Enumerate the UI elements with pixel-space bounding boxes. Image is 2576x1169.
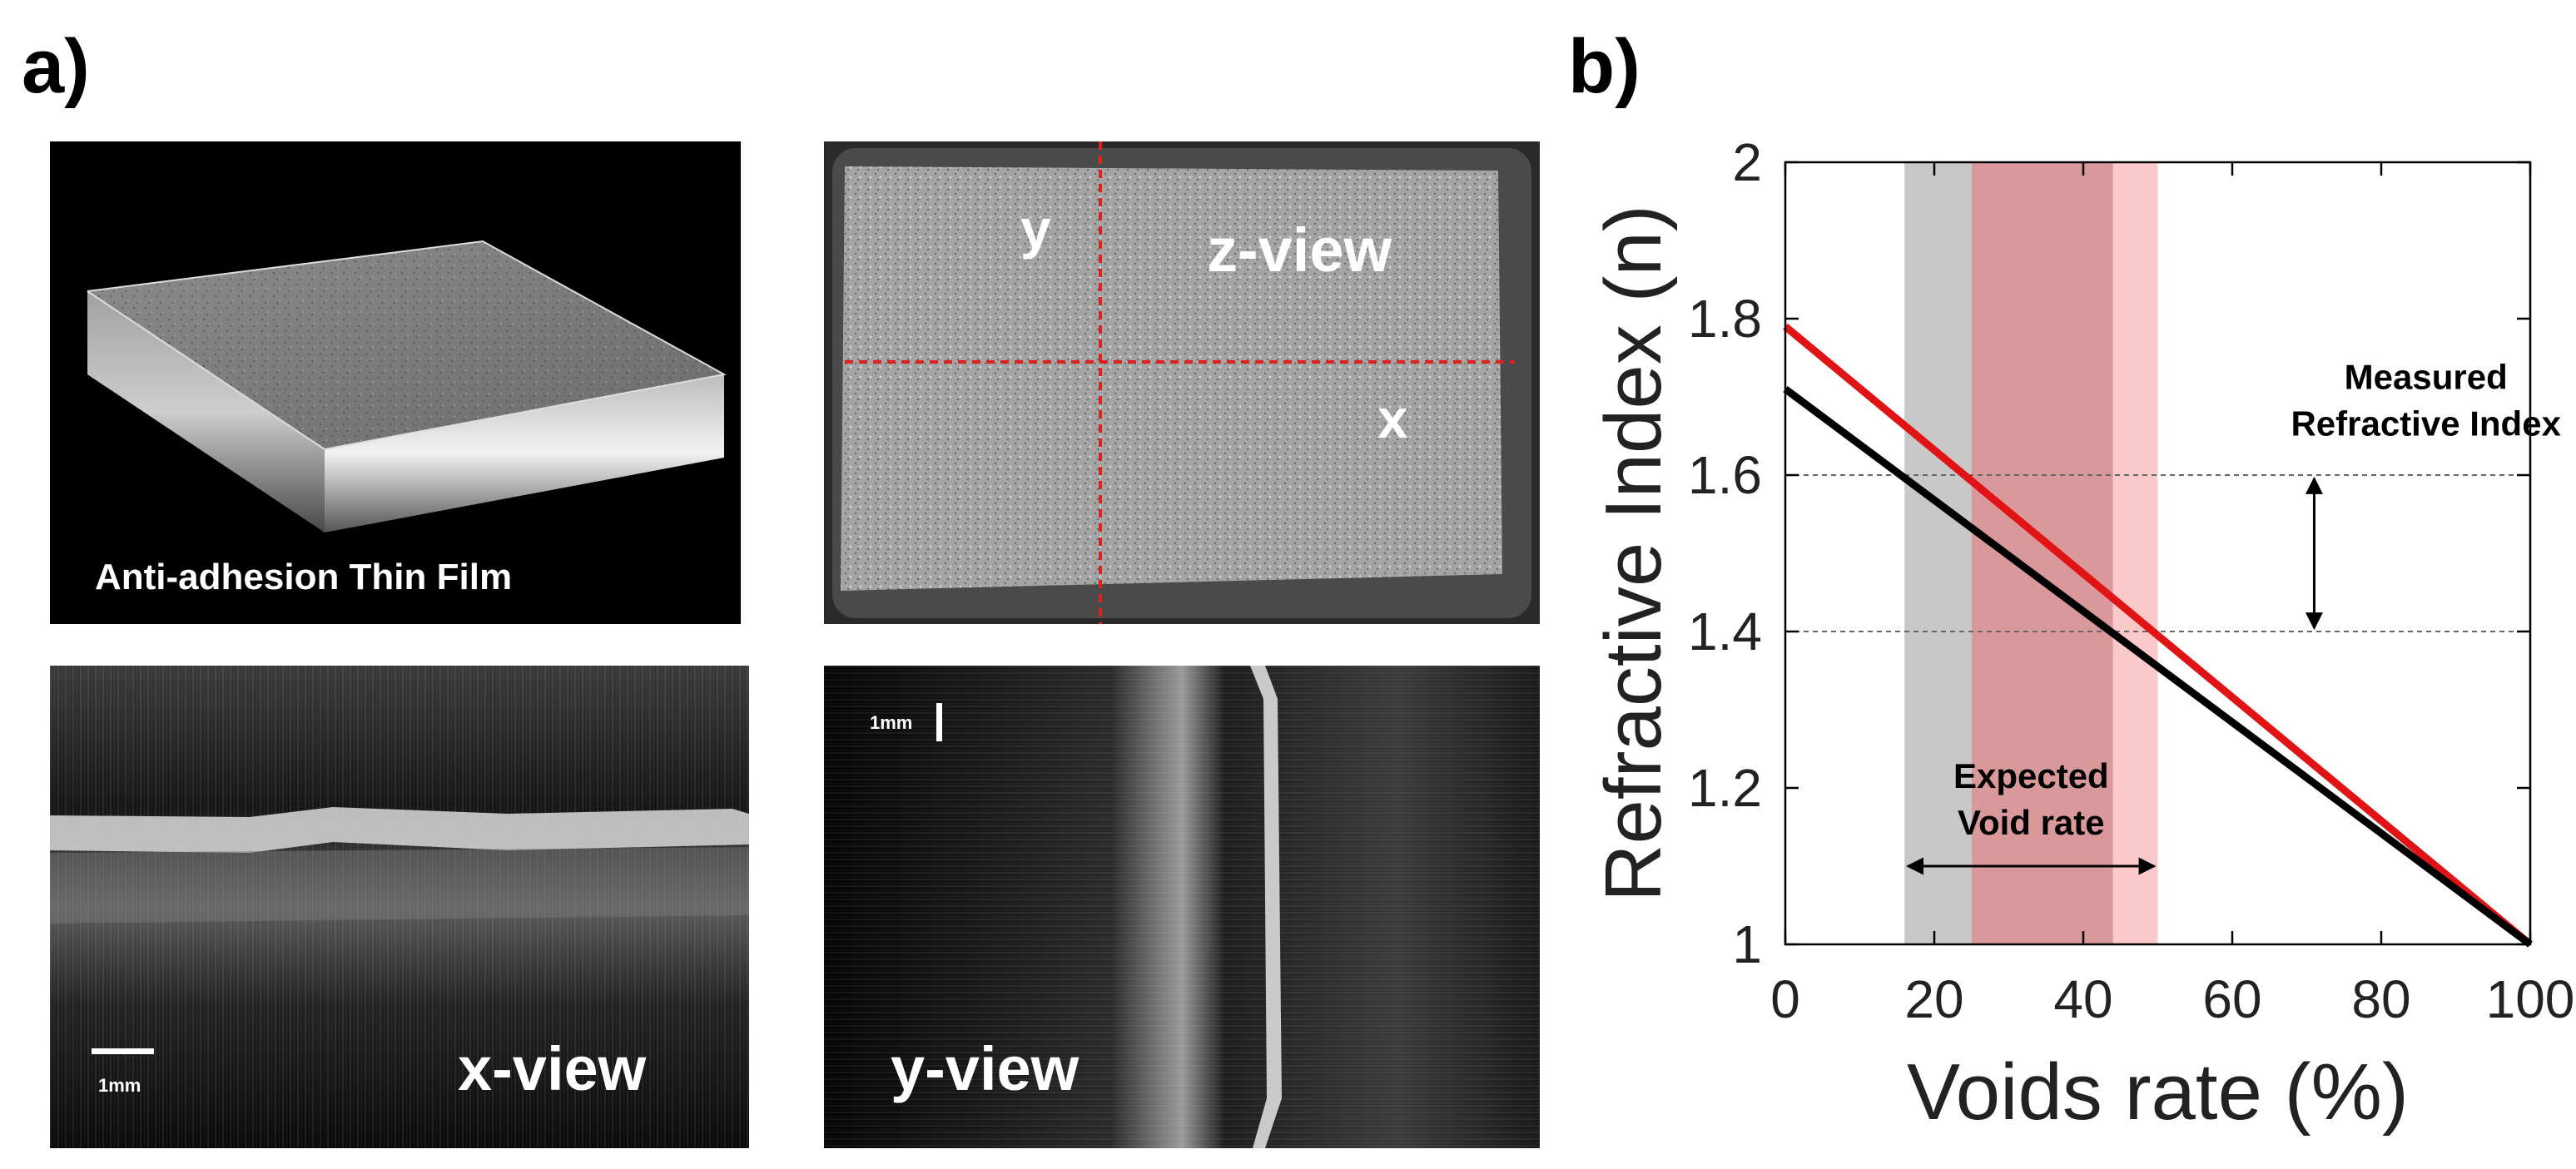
series-line-0	[1783, 323, 2533, 948]
z-view-axis-x: x	[1377, 388, 1408, 449]
annotation-1-line-1: Void rate	[1958, 803, 2105, 842]
y-view-caption: y-view	[891, 1034, 1080, 1103]
x-tick-label: 40	[2053, 969, 2112, 1029]
x-tick-label: 0	[1770, 969, 1800, 1029]
film-3d-caption: Anti-adhesion Thin Film	[95, 557, 513, 597]
x-axis-title: Voids rate (%)	[1907, 1048, 2409, 1137]
annotation-1-line-0: Expected	[1953, 756, 2109, 795]
y-tick-label: 1	[1732, 914, 1762, 974]
x-view-scale-bar-label: 1mm	[98, 1075, 141, 1096]
y-tick-label: 2	[1732, 132, 1762, 192]
annotation-0-line-0: Measured	[2345, 358, 2508, 397]
film-3d-image: Anti-adhesion Thin Film	[50, 141, 741, 624]
panel-b-label: b)	[1568, 24, 1640, 109]
shaded-band-0	[1904, 162, 1972, 944]
shaded-band-2	[2112, 162, 2158, 944]
z-view-caption: z-view	[1207, 215, 1392, 285]
y-tick-label: 1.6	[1688, 445, 1762, 505]
y-view-image: 1mm y-view	[824, 666, 1540, 1148]
y-tick-label: 1.4	[1688, 602, 1762, 661]
plot-frame	[1784, 161, 2532, 946]
panel-a-label: a)	[22, 24, 90, 109]
annotation-0-line-1: Refractive Index	[2291, 404, 2561, 443]
x-tick-label: 80	[2351, 969, 2410, 1029]
y-tick-label: 1.8	[1688, 289, 1762, 349]
x-view-caption: x-view	[458, 1034, 647, 1103]
x-view-image: 1mm x-view	[50, 666, 749, 1148]
y-axis-title: Refractive Index (n)	[1589, 205, 1678, 902]
y-tick-label: 1.2	[1688, 758, 1762, 818]
z-view-image: y z-view x	[824, 141, 1540, 624]
x-tick-label: 20	[1904, 969, 1963, 1029]
series-line-1	[1783, 385, 2533, 948]
z-view-axis-y: y	[1020, 198, 1051, 260]
y-view-scale-bar-label: 1mm	[870, 712, 913, 733]
x-tick-label: 60	[2202, 969, 2261, 1029]
x-tick-label: 100	[2486, 969, 2575, 1029]
shaded-band-1	[1971, 162, 2113, 944]
